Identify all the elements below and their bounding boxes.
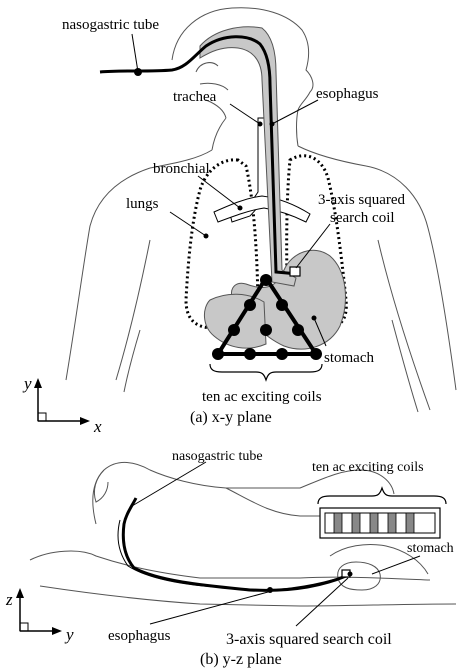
- bottom-esophagus-outline: [118, 520, 350, 590]
- coil-dot: [276, 299, 288, 311]
- label-bottom-nasogastric-tube: nasogastric tube: [172, 449, 263, 464]
- label-search-coil-line2: search coil: [330, 210, 395, 226]
- top-panel: nasogastric tube trachea esophagus bronc…: [22, 8, 456, 436]
- coil-dot: [260, 324, 272, 336]
- coil-dot: [310, 348, 322, 360]
- label-nasogastric-tube: nasogastric tube: [62, 17, 159, 33]
- bottom-panel: nasogastric tube ten ac exciting coils s…: [5, 449, 456, 668]
- bottom-nasogastric-tube: [123, 498, 346, 590]
- bronchial-tree: [214, 196, 310, 222]
- lying-back-outline: [30, 551, 430, 580]
- coil-dot: [260, 274, 272, 286]
- label-stomach: stomach: [324, 350, 374, 366]
- search-coil-box: [290, 267, 300, 276]
- label-esophagus: esophagus: [316, 86, 379, 102]
- leader-bottom-esophagus: [150, 592, 268, 624]
- coil-bar: [388, 513, 396, 533]
- label-trachea: trachea: [173, 89, 217, 105]
- left-arm-line: [116, 240, 150, 380]
- label-search-coil-line1: 3-axis squared: [318, 192, 406, 208]
- lying-head-outline: [94, 470, 108, 502]
- torso-right-line: [392, 320, 418, 412]
- leader-bronchial: [198, 176, 240, 208]
- bottom-stomach-dot: [348, 572, 353, 577]
- label-bottom-stomach: stomach: [407, 541, 454, 556]
- coil-bar: [352, 513, 360, 533]
- axis-label-y-bottom: y: [64, 625, 74, 644]
- esophagus-organ: [200, 27, 296, 286]
- coils-brace: [210, 364, 322, 380]
- leader-esophagus: [272, 100, 318, 124]
- coil-bar: [370, 513, 378, 533]
- yz-axes: z y: [5, 588, 74, 644]
- coil-bar: [334, 513, 342, 533]
- liver-organ: [204, 294, 266, 348]
- face-outline: [196, 63, 228, 150]
- coil-dot: [292, 324, 304, 336]
- axis-label-z: z: [5, 590, 13, 609]
- leader-dot: [238, 206, 243, 211]
- axis-label-y: y: [22, 374, 32, 393]
- leader-dot: [204, 234, 209, 239]
- label-bottom-esophagus: esophagus: [108, 628, 171, 644]
- axis-label-x: x: [93, 417, 102, 436]
- xy-axes: y x: [22, 374, 102, 436]
- label-bottom-search-coil: 3-axis squared search coil: [226, 631, 392, 648]
- coils-box-brace: [318, 488, 446, 504]
- right-arm-line: [378, 240, 430, 410]
- coil-dot: [244, 299, 256, 311]
- coil-dot: [212, 348, 224, 360]
- coil-dot: [228, 324, 240, 336]
- coil-dot: [244, 348, 256, 360]
- leader-nasogastric: [132, 34, 138, 72]
- leader-lungs: [170, 212, 206, 236]
- label-bronchial: bronchial: [153, 161, 210, 177]
- torso-left-line: [124, 330, 140, 392]
- coil-dot: [276, 348, 288, 360]
- leader-dot: [258, 122, 263, 127]
- label-bottom-exciting-coils: ten ac exciting coils: [312, 460, 424, 475]
- caption-yz-plane: (b) y-z plane: [200, 651, 282, 668]
- leader-bottom-stomach: [372, 556, 420, 574]
- coil-bar: [406, 513, 414, 533]
- leader-trachea: [230, 104, 260, 124]
- leader-dot: [312, 316, 317, 321]
- leader-dot: [270, 122, 275, 127]
- caption-xy-plane: (a) x-y plane: [190, 409, 272, 426]
- label-lungs: lungs: [126, 196, 159, 212]
- label-exciting-coils: ten ac exciting coils: [202, 389, 322, 405]
